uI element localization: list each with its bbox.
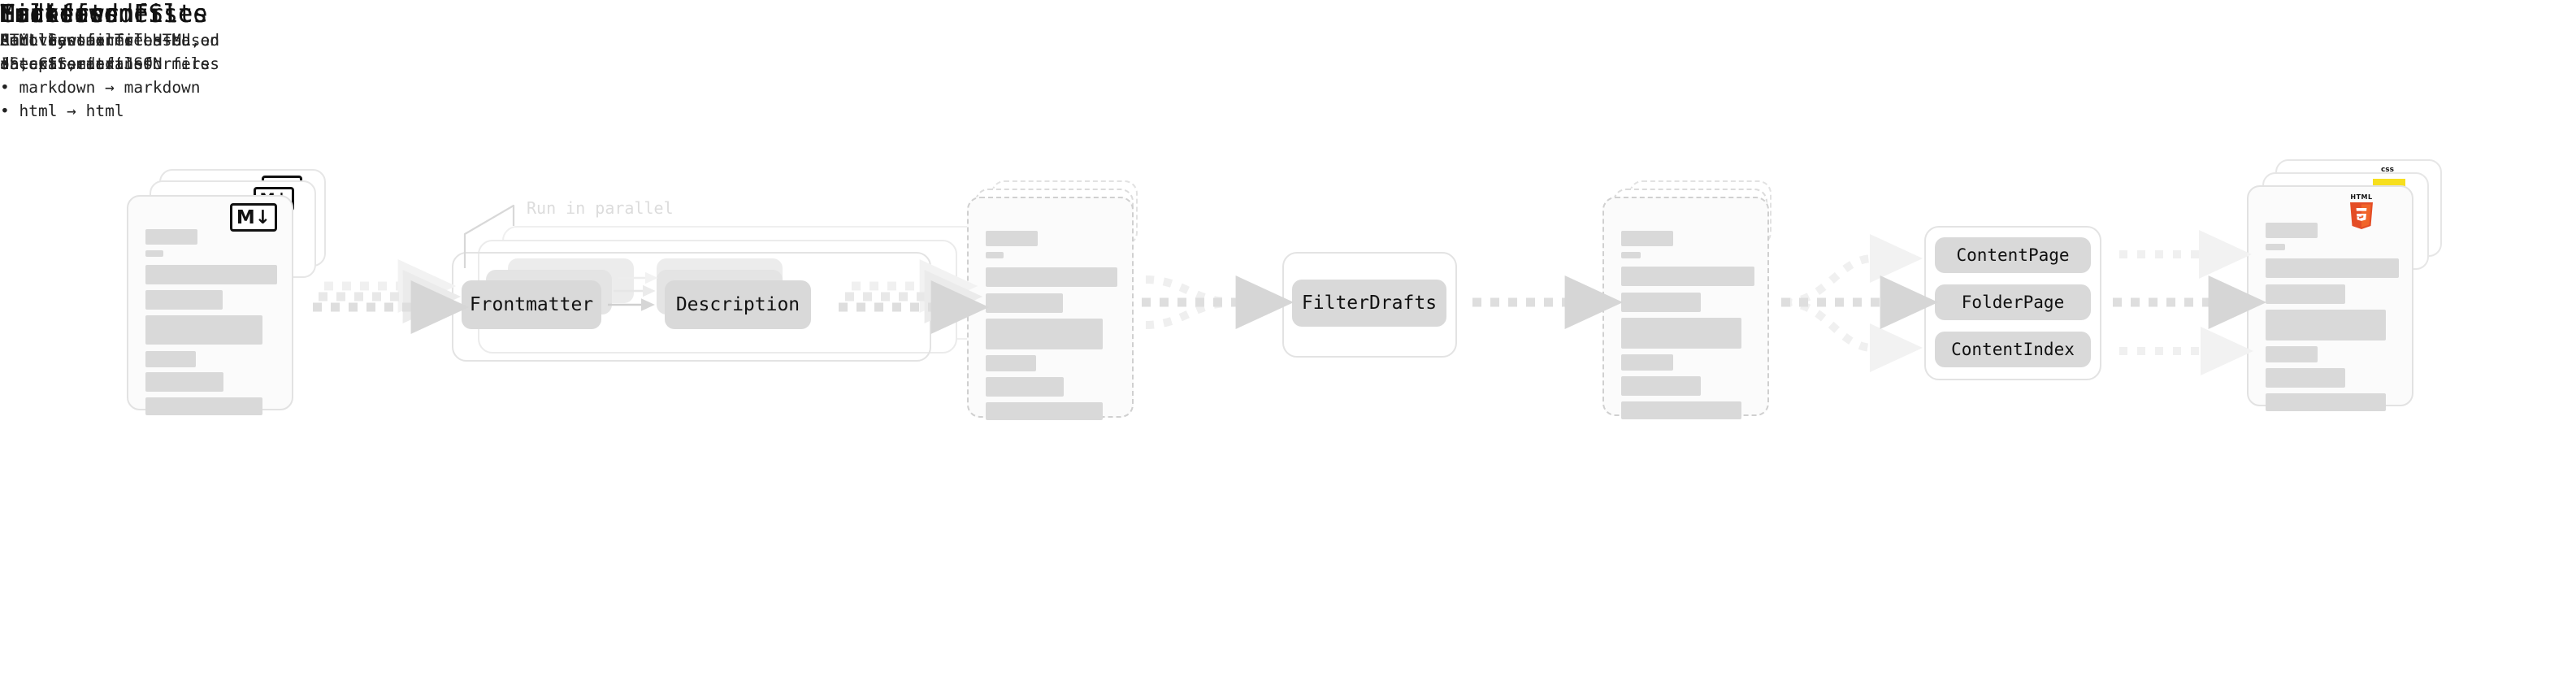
skeleton-line	[2266, 310, 2386, 340]
generated-site-subtitle: A collection of HTML, JS, CSS, and JSON …	[0, 31, 220, 73]
markdown-badge: M↓	[230, 203, 277, 232]
skeleton-line	[986, 293, 1063, 313]
stage-title-filtered-files: Filtered files	[0, 0, 208, 28]
skeleton-line	[145, 250, 163, 257]
skeleton-line	[986, 231, 1038, 246]
emitters-subtitle: Emit new files based on the parsed files	[0, 31, 220, 73]
skeleton-line	[986, 355, 1036, 371]
skeleton-line	[1621, 318, 1741, 349]
skeleton-line	[986, 252, 1004, 258]
connector-emitters-to-generated	[2113, 230, 2267, 375]
skeleton-line	[1621, 231, 1673, 246]
skeleton-line	[1621, 252, 1641, 258]
skeleton-line	[986, 267, 1117, 287]
skeleton-line	[2266, 284, 2345, 304]
skeleton-line	[1621, 267, 1754, 286]
stage-title-emitters: Emitters	[0, 0, 119, 28]
transformers-bullet-0: • text → text	[0, 54, 124, 73]
emitter-chip-folderpage[interactable]: FolderPage	[1935, 284, 2091, 320]
skeleton-line	[145, 229, 197, 245]
html5-badge: HTML	[2348, 193, 2374, 231]
skeleton-line	[1621, 293, 1701, 312]
stage-title-modified-files: Modified files	[0, 0, 208, 28]
skeleton-line	[145, 372, 223, 392]
generated-file-card-front	[2247, 185, 2413, 411]
filtered-file-card-front	[1602, 197, 1769, 419]
skeleton-line	[986, 402, 1103, 420]
stage-modified-files: Modified files HTML Syntax Tree + data f…	[0, 0, 1138, 420]
connector-markdown-to-transformers	[313, 259, 470, 334]
skeleton-line	[986, 377, 1064, 397]
skeleton-line	[2266, 258, 2399, 278]
stage-title-generated-site: Generated Site	[0, 0, 208, 28]
transformers-subtitle: Can transform:	[0, 31, 134, 50]
transformer-chip-description[interactable]: Description	[665, 280, 811, 329]
filter-chip-filterdrafts[interactable]: FilterDrafts	[1292, 280, 1446, 327]
skeleton-line	[986, 319, 1103, 349]
connector-filtered-to-emitters	[1781, 234, 1939, 372]
stage-filters: FilterDrafts Filters Remove some files b…	[0, 0, 1457, 358]
skeleton-line	[2266, 346, 2318, 362]
stage-title-markdown-files: Markdown Files	[0, 0, 208, 28]
skeleton-line	[1621, 354, 1673, 371]
stage-generated-site: css HTML Generated Site A co	[0, 0, 2442, 411]
emitter-chip-contentindex[interactable]: ContentIndex	[1935, 332, 2091, 367]
skeleton-line	[2266, 223, 2318, 238]
stage-emitters: ContentPage FolderPage ContentIndex Emit…	[0, 0, 2101, 380]
skeleton-line	[2266, 368, 2345, 388]
skeleton-line	[1621, 401, 1741, 419]
modified-file-card-front	[967, 197, 1134, 420]
stage-title-filters: Filters	[0, 0, 104, 28]
transformers-bullet-1: • markdown → markdown	[0, 78, 201, 97]
skeleton-line	[145, 265, 277, 284]
stage-title-transformers: Transformers	[0, 0, 179, 28]
transformers-bullet-2: • html → html	[0, 102, 124, 120]
filters-subtitle: Remove some files based on criteria	[0, 31, 220, 73]
skeleton-line	[145, 351, 196, 367]
skeleton-line	[145, 397, 262, 415]
skeleton-line	[1621, 376, 1701, 396]
stage-filtered-files: Filtered files	[0, 0, 1772, 419]
connector-modified-to-filters	[1142, 275, 1295, 329]
skeleton-line	[2266, 244, 2285, 250]
skeleton-line	[145, 290, 223, 310]
run-in-parallel-label: Run in parallel	[527, 198, 674, 218]
stage-markdown-files: M↓ M↓ M↓ Markdown Files	[0, 0, 326, 415]
emitter-chip-contentpage[interactable]: ContentPage	[1935, 237, 2091, 273]
modified-files-subtitle: HTML Syntax Tree + data from transformer…	[0, 31, 210, 73]
transformer-chip-frontmatter[interactable]: Frontmatter	[462, 280, 601, 329]
skeleton-line	[2266, 393, 2386, 411]
skeleton-line	[145, 315, 262, 345]
